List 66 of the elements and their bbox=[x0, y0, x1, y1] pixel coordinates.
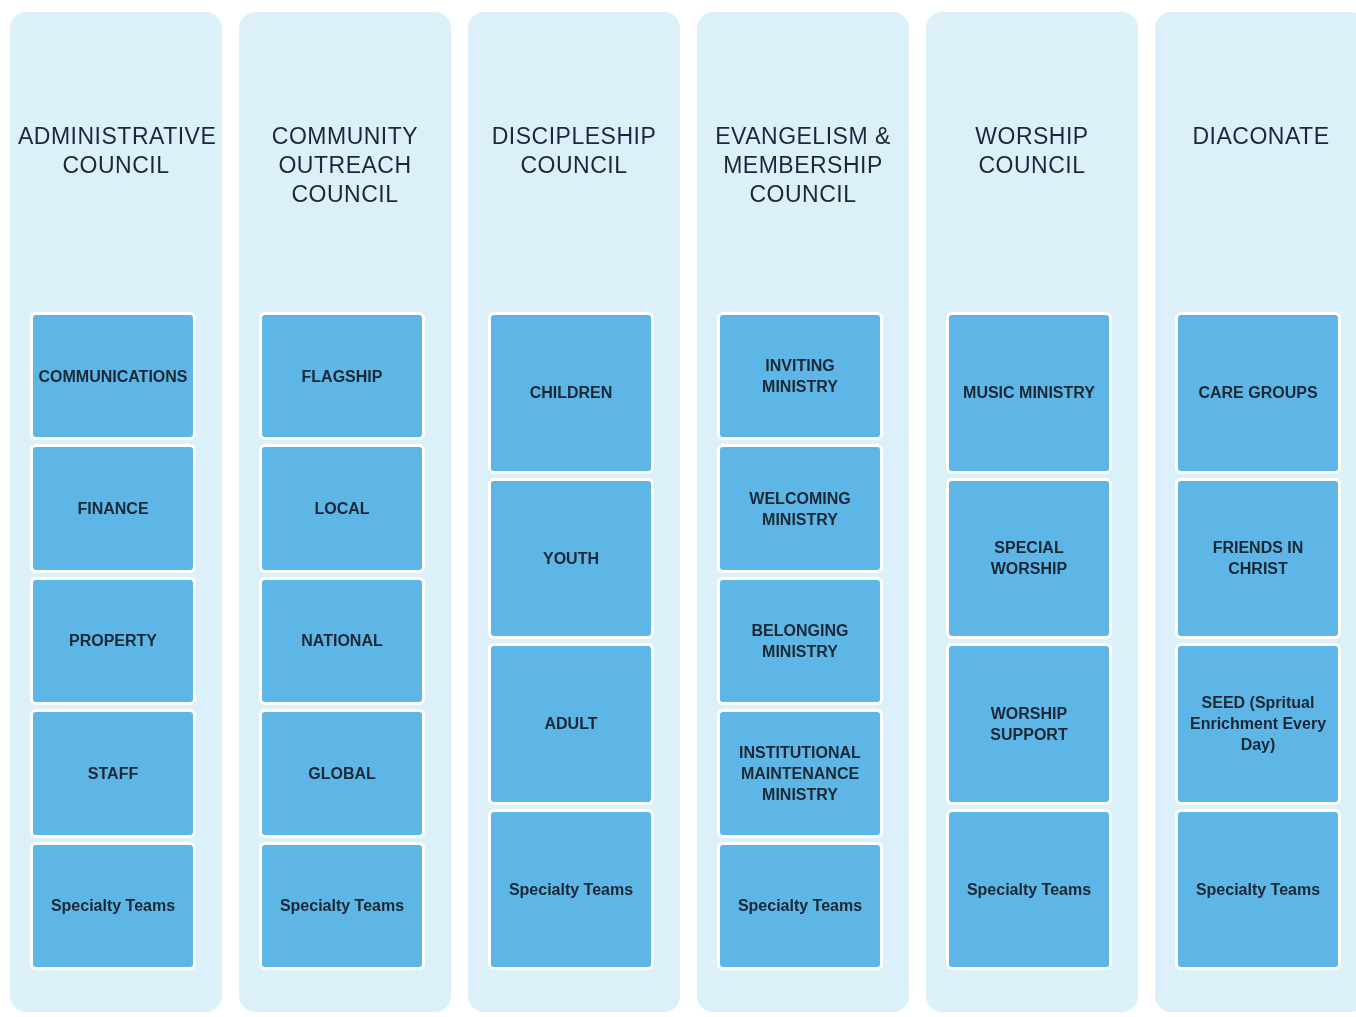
ministry-label: LOCAL bbox=[313, 499, 371, 520]
ministry-box bbox=[30, 576, 196, 706]
council-heading: DISCIPLESHIP COUNCIL bbox=[491, 123, 657, 178]
ministry-label: INVITING MINISTRY bbox=[761, 356, 839, 398]
ministry-label: SEED (Spritual Enrichment Every Day) bbox=[1188, 693, 1328, 756]
council-heading: ADMINISTRATIVE COUNCIL bbox=[18, 123, 217, 178]
ministry-box bbox=[30, 444, 196, 573]
ministry-label: INSTITUTIONAL MAINTENANCE MINISTRY bbox=[738, 742, 862, 805]
ministry-label: MUSIC MINISTRY bbox=[962, 383, 1096, 404]
ministry-box bbox=[1175, 643, 1341, 805]
ministry-box bbox=[1175, 312, 1341, 474]
ministry-label: Specialty Teams bbox=[965, 879, 1093, 900]
ministry-label: NATIONAL bbox=[300, 631, 384, 652]
ministry-label: ADULT bbox=[543, 714, 599, 735]
ministry-label: FINANCE bbox=[76, 499, 150, 520]
ministry-label: CHILDREN bbox=[528, 383, 614, 404]
council-heading: WORSHIP COUNCIL bbox=[975, 123, 1089, 178]
ministry-box bbox=[488, 312, 654, 474]
council-column bbox=[468, 12, 680, 1012]
ministry-label: PROPERTY bbox=[68, 631, 158, 652]
ministry-box bbox=[717, 841, 883, 970]
ministry-label: YOUTH bbox=[542, 548, 600, 569]
ministry-box bbox=[259, 576, 425, 706]
ministry-box bbox=[488, 643, 654, 805]
ministry-box bbox=[1175, 808, 1341, 970]
ministry-label: SPECIAL WORSHIP bbox=[989, 538, 1069, 580]
ministry-box bbox=[717, 444, 883, 573]
ministry-box bbox=[259, 312, 425, 441]
ministry-label: STAFF bbox=[86, 763, 140, 784]
council-column bbox=[926, 12, 1138, 1012]
ministry-box bbox=[946, 808, 1112, 970]
ministry-label: FLAGSHIP bbox=[300, 366, 384, 387]
council-column bbox=[697, 12, 909, 1012]
council-column bbox=[239, 12, 451, 1012]
ministry-box bbox=[1175, 477, 1341, 639]
ministry-box bbox=[717, 576, 883, 706]
ministry-label: Specialty Teams bbox=[49, 896, 177, 917]
council-heading: COMMUNITY OUTREACH COUNCIL bbox=[271, 123, 419, 207]
ministry-label: WELCOMING MINISTRY bbox=[748, 488, 852, 530]
council-column bbox=[1155, 12, 1356, 1012]
ministry-box bbox=[717, 709, 883, 838]
ministry-box bbox=[717, 312, 883, 441]
council-column bbox=[10, 12, 222, 1012]
ministry-box bbox=[259, 709, 425, 838]
ministry-box bbox=[30, 841, 196, 970]
ministry-label: Specialty Teams bbox=[507, 879, 635, 900]
ministry-box bbox=[488, 477, 654, 639]
ministry-label: BELONGING MINISTRY bbox=[750, 621, 850, 662]
ministry-label: COMMUNICATIONS bbox=[37, 366, 189, 387]
ministry-box bbox=[946, 643, 1112, 805]
ministry-box bbox=[946, 312, 1112, 474]
ministry-box bbox=[946, 477, 1112, 639]
ministry-box bbox=[30, 709, 196, 838]
council-heading: DIACONATE bbox=[1192, 123, 1330, 149]
ministry-box bbox=[30, 312, 196, 441]
ministry-box bbox=[259, 444, 425, 573]
ministry-label: Specialty Teams bbox=[1194, 879, 1322, 900]
ministry-label: FRIENDS IN CHRIST bbox=[1211, 538, 1305, 580]
ministry-box bbox=[488, 808, 654, 970]
ministry-label: GLOBAL bbox=[307, 763, 377, 784]
council-heading: EVANGELISM & MEMBERSHIP COUNCIL bbox=[715, 123, 891, 207]
ministry-label: CARE GROUPS bbox=[1197, 383, 1319, 404]
ministry-label: WORSHIP SUPPORT bbox=[989, 703, 1069, 745]
ministry-box bbox=[259, 841, 425, 970]
ministry-label: Specialty Teams bbox=[736, 896, 864, 917]
ministry-label: Specialty Teams bbox=[278, 896, 406, 917]
